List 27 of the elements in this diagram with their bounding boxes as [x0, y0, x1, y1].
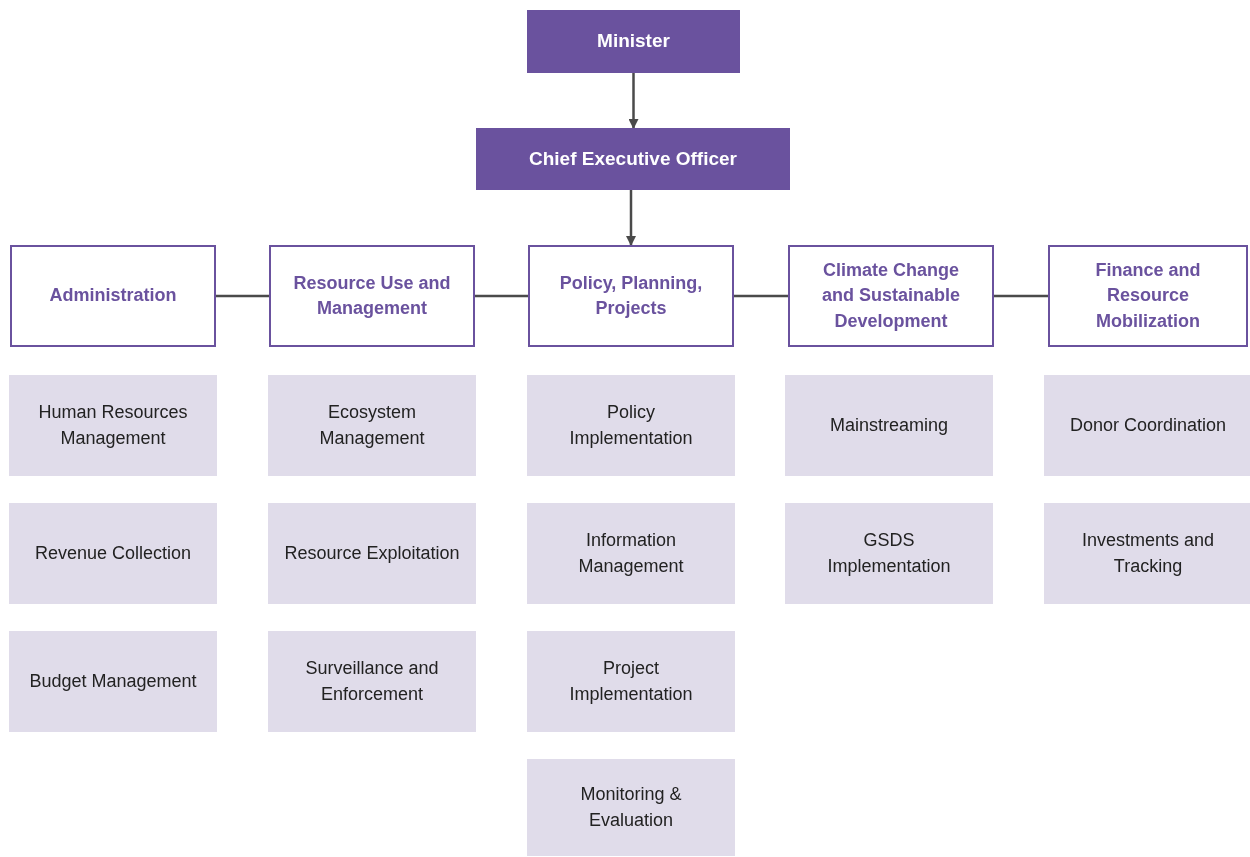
unit-box: Mainstreaming — [785, 375, 993, 476]
unit-box: Resource Exploitation — [268, 503, 476, 604]
department-box: Policy, Planning, Projects — [528, 245, 734, 347]
connector-line — [475, 294, 528, 298]
connector-line — [734, 294, 788, 298]
title-box: Chief Executive Officer — [476, 128, 790, 190]
connector-line — [994, 294, 1048, 298]
unit-box: Project Implementation — [527, 631, 735, 732]
unit-box: Monitoring & Evaluation — [527, 759, 735, 856]
unit-box: Policy Implementation — [527, 375, 735, 476]
unit-box: Revenue Collection — [9, 503, 217, 604]
unit-box: GSDS Implementation — [785, 503, 993, 604]
unit-box: Human Resources Management — [9, 375, 217, 476]
arrow — [628, 73, 639, 129]
title-box: Minister — [527, 10, 740, 73]
department-box: Climate Change and Sustainable Development — [788, 245, 994, 347]
unit-box: Budget Management — [9, 631, 217, 732]
department-box: Finance and Resource Mobilization — [1048, 245, 1248, 347]
arrow — [626, 190, 636, 246]
unit-box: Investments and Tracking — [1044, 503, 1250, 604]
department-box: Resource Use and Management — [269, 245, 475, 347]
unit-box: Surveillance and Enforcement — [268, 631, 476, 732]
connector-line — [216, 294, 269, 298]
unit-box: Donor Coordination — [1044, 375, 1250, 476]
unit-box: Information Management — [527, 503, 735, 604]
unit-box: Ecosystem Management — [268, 375, 476, 476]
department-box: Administration — [10, 245, 216, 347]
